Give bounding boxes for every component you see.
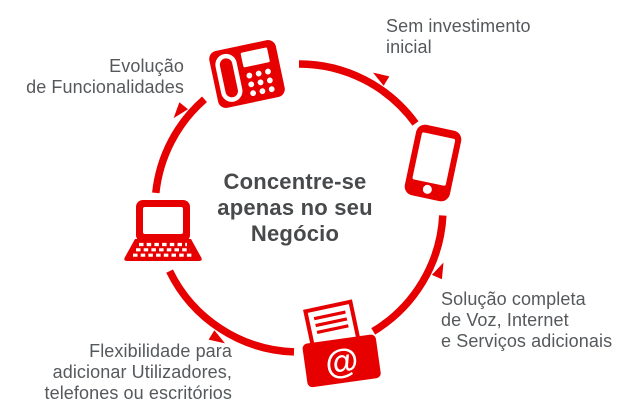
fax-email-icon: @ (302, 299, 381, 388)
label-line: adicionar Utilizadores, (52, 362, 232, 382)
flow-arc-segment-nw (152, 96, 207, 194)
label-line: de Voz, Internet (441, 310, 569, 330)
label-line: e Serviços adicionais (441, 331, 613, 351)
center-message: Concentre-se apenas no seu Negócio (200, 169, 390, 247)
fax-body (302, 334, 381, 388)
label-line: inicial (386, 37, 432, 57)
mobile-home-button (422, 184, 432, 194)
label-line: Evolução (109, 56, 184, 76)
label-line: telefones ou escritórios (44, 383, 232, 403)
label-line: de Funcionalidades (26, 77, 184, 97)
flow-arrow-ne (373, 72, 390, 86)
label-solucao-completa: Solução completa de Voz, Internet e Serv… (441, 289, 631, 352)
center-message-line: apenas no seu (217, 195, 373, 220)
mobile-screen (412, 132, 456, 186)
label-line: Flexibilidade para (89, 341, 232, 361)
laptop-icon (124, 200, 202, 261)
flow-arrow-se (431, 262, 444, 280)
label-line: Sem investimento (386, 16, 531, 36)
flow-arc-segment-sw (166, 269, 295, 356)
flow-circle (152, 60, 447, 356)
fax-at-symbol: @ (323, 341, 361, 383)
flow-arrows (173, 72, 444, 344)
center-message-line: Negócio (250, 221, 340, 246)
mobile-phone-icon (404, 124, 462, 202)
fax-paper (303, 299, 361, 351)
flow-arrow-sw (208, 330, 225, 344)
flow-arc-segment-se (371, 215, 447, 335)
desk-phone-handset (215, 53, 243, 102)
label-line: Solução completa (441, 289, 586, 309)
desk-phone-icon (209, 40, 285, 108)
desk-phone-keypad (246, 68, 275, 97)
laptop-keyboard (133, 242, 193, 257)
desk-phone-display (240, 47, 270, 68)
flow-arc-segment-ne (298, 60, 419, 126)
label-flexibilidade: Flexibilidade para adicionar Utilizadore… (29, 341, 232, 404)
label-evolucao-funcionalidades: Evolução de Funcionalidades (10, 56, 184, 98)
center-message-line: Concentre-se (223, 169, 367, 194)
label-sem-investimento: Sem investimento inicial (386, 16, 556, 58)
flow-arrow-nw (173, 102, 188, 119)
